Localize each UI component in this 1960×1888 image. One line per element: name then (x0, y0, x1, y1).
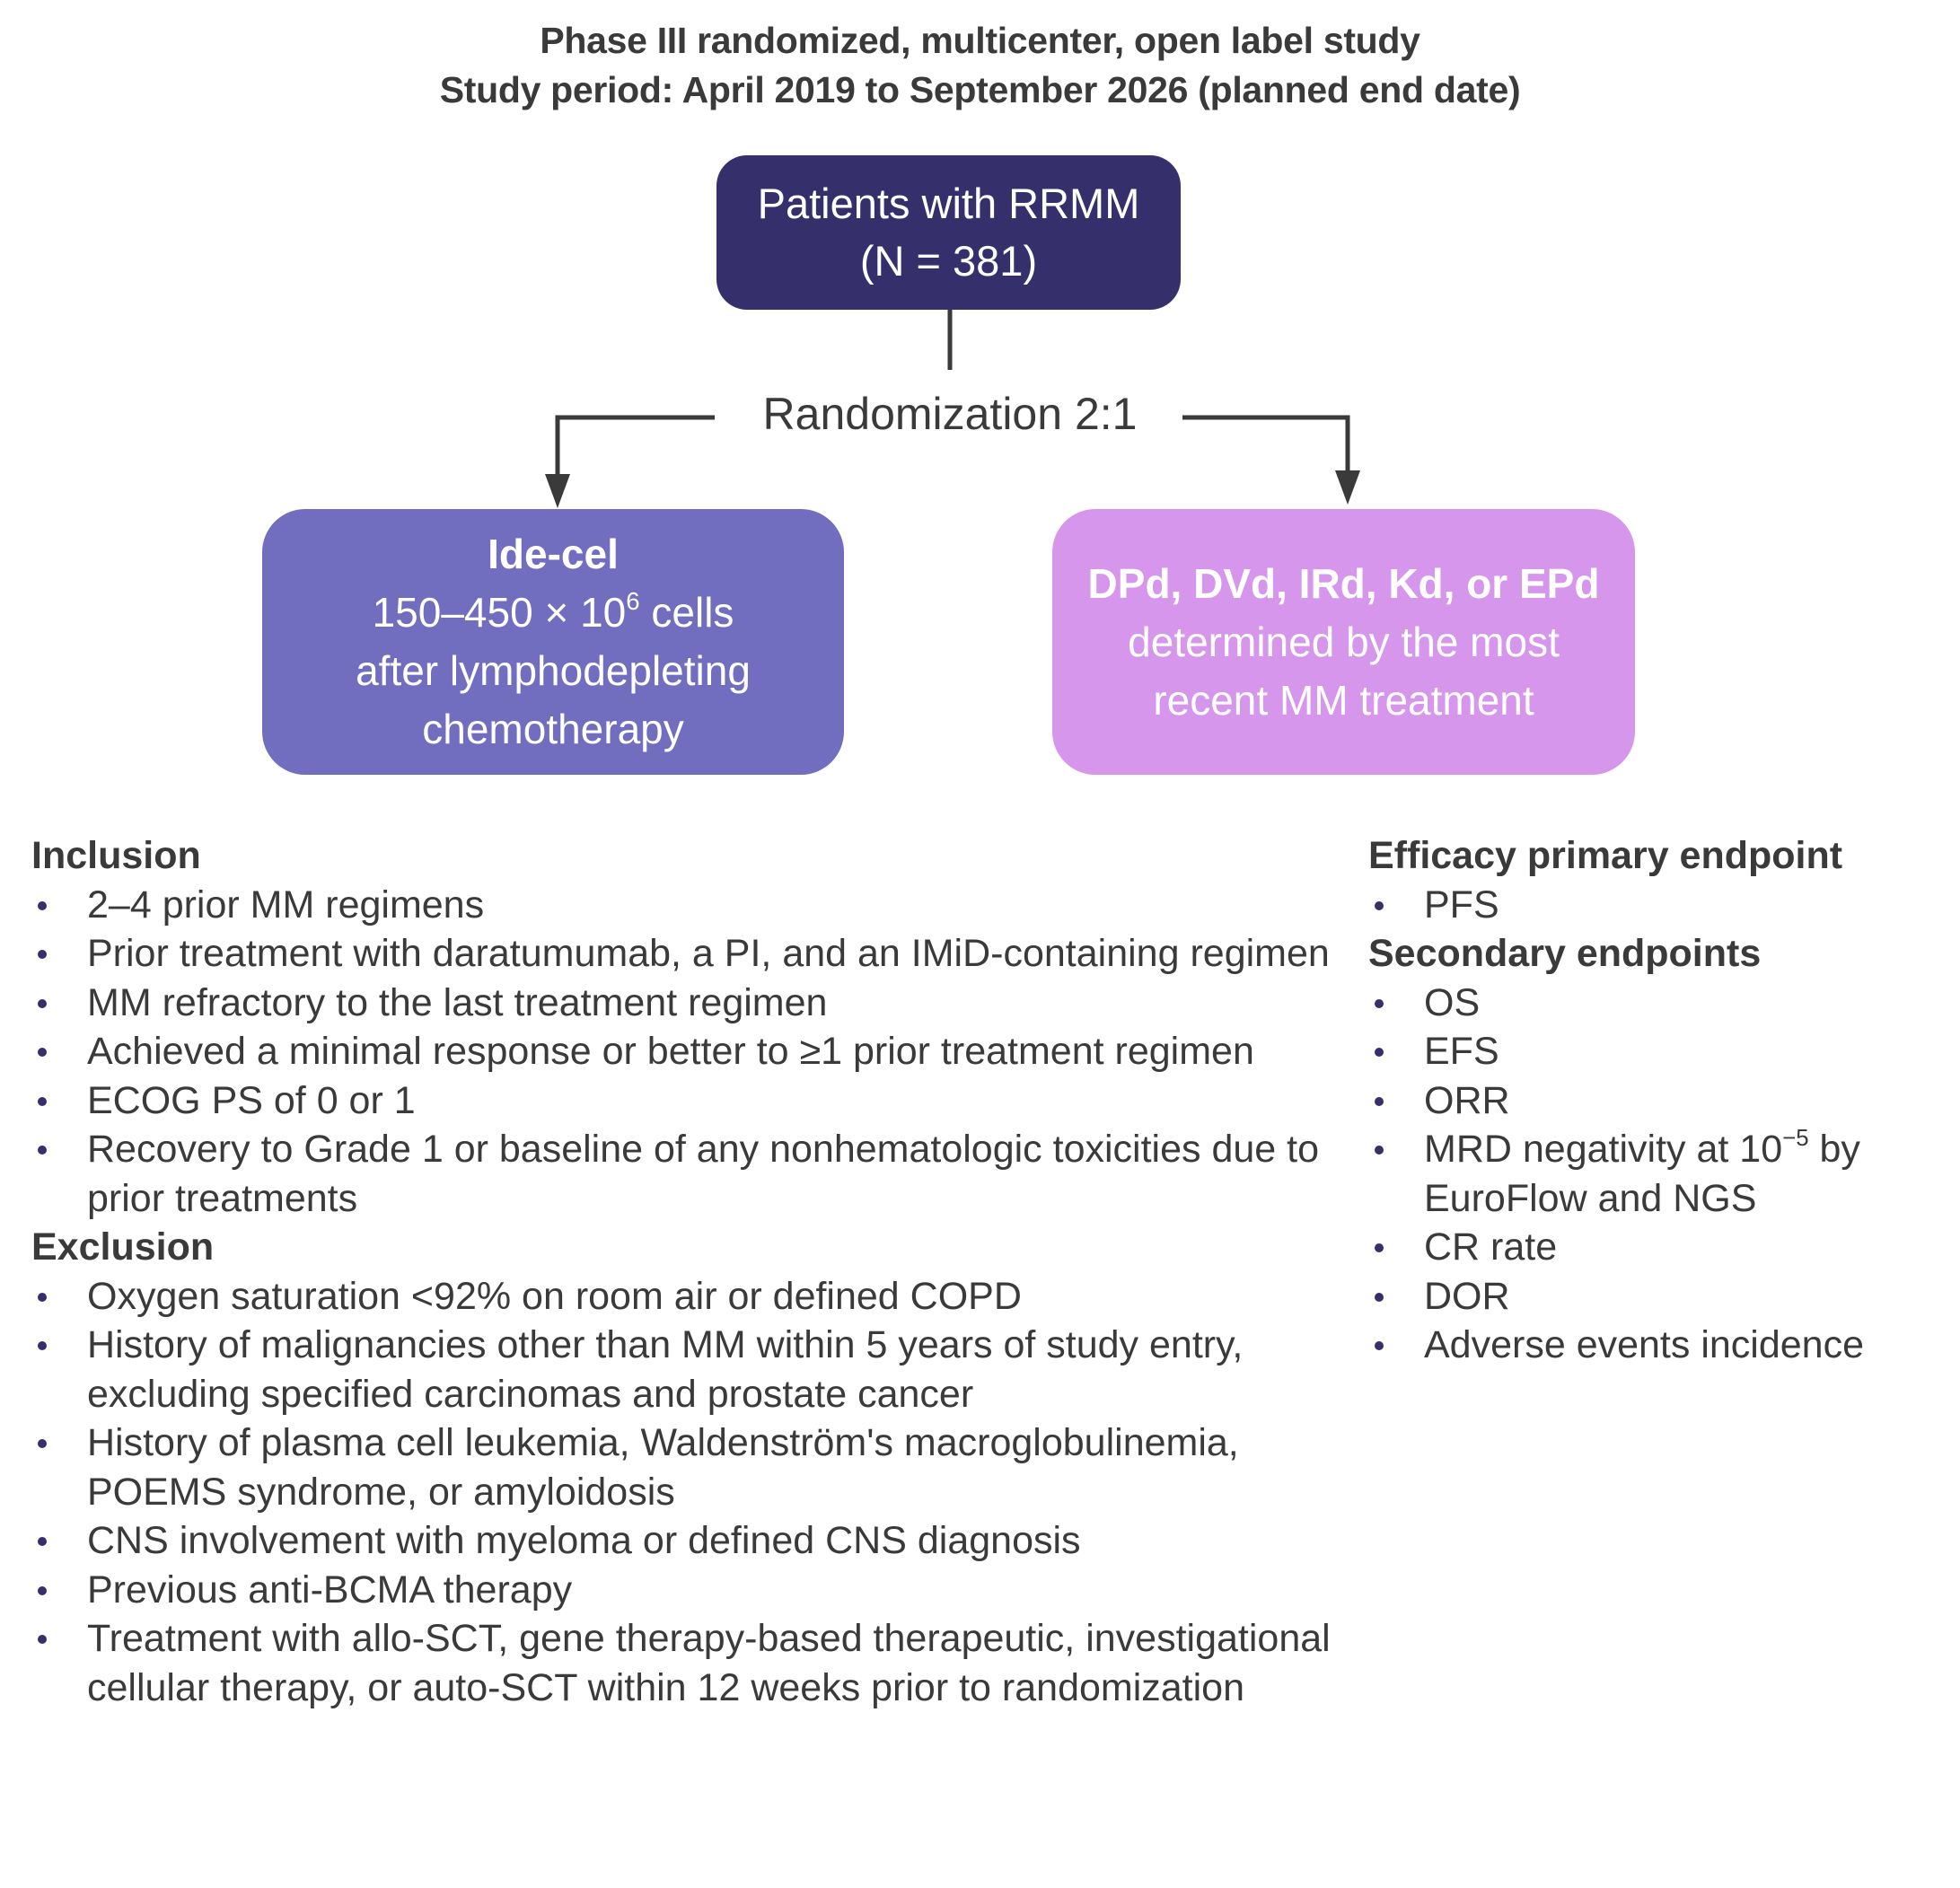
secondary-endpoint-item: ORR (1368, 1076, 1952, 1126)
population-count: (N = 381) (859, 237, 1038, 285)
secondary-endpoint-item: DOR (1368, 1272, 1952, 1322)
left-arm-connector (555, 415, 715, 476)
exclusion-item: CNS involvement with myeloma or defined … (31, 1516, 1369, 1566)
inclusion-item: Achieved a minimal response or better to… (31, 1027, 1369, 1076)
inclusion-item: MM refractory to the last treatment regi… (31, 979, 1369, 1028)
left-arm-arrowhead (545, 474, 570, 508)
primary-endpoint-heading: Efficacy primary endpoint (1368, 834, 1843, 877)
inclusion-item: 2–4 prior MM regimens (31, 881, 1369, 930)
exclusion-list: Oxygen saturation <92% on room air or de… (31, 1272, 1369, 1713)
standard-regimen-detail-line1: determined by the most (1128, 618, 1560, 665)
standard-regimen-arm-title: DPd, DVd, IRd, Kd, or EPd (1087, 559, 1600, 607)
ide-cel-detail-line1: after lymphodepleting (356, 647, 751, 694)
ide-cel-arm-title: Ide-cel (488, 531, 619, 577)
secondary-endpoint-list: OS EFS ORR MRD negativity at 10−5 by Eur… (1368, 979, 1952, 1370)
ide-cel-detail-line2: chemotherapy (422, 706, 684, 752)
study-endpoints: Efficacy primary endpoint PFS Secondary … (1368, 831, 1952, 1370)
exclusion-item: Previous anti-BCMA therapy (31, 1566, 1369, 1615)
inclusion-item: Recovery to Grade 1 or baseline of any n… (31, 1125, 1369, 1223)
study-design-title: Phase III randomized, multicenter, open … (540, 20, 1420, 61)
standard-regimen-arm-box: DPd, DVd, IRd, Kd, or EPd determined by … (1052, 509, 1635, 775)
exclusion-item: Oxygen saturation <92% on room air or de… (31, 1272, 1369, 1322)
secondary-endpoint-item: Adverse events incidence (1368, 1321, 1952, 1370)
study-period: Study period: April 2019 to September 20… (439, 69, 1521, 110)
secondary-endpoint-item: MRD negativity at 10−5 by EuroFlow and N… (1368, 1125, 1952, 1223)
ide-cel-arm-box: Ide-cel 150–450 × 106 cells after lympho… (262, 509, 844, 775)
primary-endpoint-item: PFS (1368, 881, 1952, 930)
primary-endpoint-list: PFS (1368, 881, 1952, 930)
exclusion-item: Treatment with allo-SCT, gene therapy-ba… (31, 1614, 1369, 1712)
secondary-endpoint-item: OS (1368, 979, 1952, 1028)
exclusion-item: History of plasma cell leukemia, Waldens… (31, 1418, 1369, 1516)
right-arm-arrowhead (1335, 470, 1360, 505)
exclusion-heading: Exclusion (31, 1225, 215, 1269)
right-arm-connector (1182, 415, 1350, 472)
inclusion-item: ECOG PS of 0 or 1 (31, 1076, 1369, 1126)
ide-cel-dose: 150–450 × 106 cells (372, 586, 734, 636)
inclusion-heading: Inclusion (31, 834, 201, 877)
secondary-endpoint-item: CR rate (1368, 1223, 1952, 1272)
inclusion-list: 2–4 prior MM regimens Prior treatment wi… (31, 881, 1369, 1224)
secondary-endpoint-item: EFS (1368, 1027, 1952, 1076)
secondary-endpoints-heading: Secondary endpoints (1368, 932, 1762, 975)
inclusion-item: Prior treatment with daratumumab, a PI, … (31, 929, 1369, 979)
standard-regimen-detail-line2: recent MM treatment (1153, 676, 1534, 724)
randomization-label: Randomization 2:1 (762, 389, 1138, 439)
population-label: Patients with RRMM (757, 180, 1140, 227)
exclusion-item: History of malignancies other than MM wi… (31, 1321, 1369, 1418)
patient-population-box: Patients with RRMM (N = 381) (716, 155, 1181, 310)
eligibility-criteria: Inclusion 2–4 prior MM regimens Prior tr… (31, 831, 1369, 1712)
